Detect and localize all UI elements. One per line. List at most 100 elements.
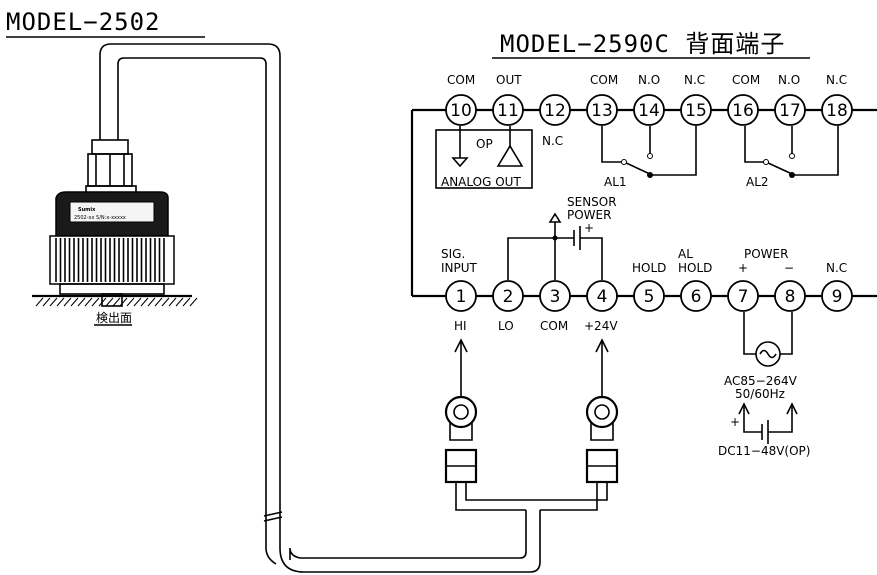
bottom-terminal-9 <box>821 280 853 312</box>
power-label: POWER <box>744 247 788 261</box>
top-terminal-number-18: 18 <box>826 101 848 121</box>
top-terminal-14 <box>633 94 665 126</box>
sig-label-1: SIG. <box>441 247 465 261</box>
bottom-terminal-4 <box>586 280 618 312</box>
sensor-head: Sumix 2502-xx S/N:x-xxxxx <box>49 191 175 307</box>
hatch-line <box>112 297 121 307</box>
label-t12: N.C <box>542 134 563 148</box>
detection-surface-label: 検出面 <box>96 311 132 325</box>
hatch-line <box>70 297 79 307</box>
bottom-terminal-7 <box>727 280 759 312</box>
hatch-line <box>133 297 142 307</box>
mounting-surface: 検出面 <box>32 294 198 326</box>
v24-label: +24V <box>584 319 618 333</box>
hatch-line <box>84 297 93 307</box>
bottom-terminal-number-4: 4 <box>597 287 608 307</box>
hatch-line <box>154 297 163 307</box>
label-t11: OUT <box>496 73 522 87</box>
top-terminal-16 <box>727 94 759 126</box>
hatch-line <box>56 297 65 307</box>
hatch-line <box>49 297 58 307</box>
hatch-line <box>63 297 72 307</box>
label-t10: COM <box>447 73 475 87</box>
bottom-terminal-1 <box>445 280 477 312</box>
bottom-terminal-8 <box>774 280 806 312</box>
relay-al1-label: AL1 <box>604 175 627 189</box>
sensor-model-title: MODEL−2502 <box>6 8 161 36</box>
dc-plus-label: + <box>730 415 740 429</box>
top-terminal-number-14: 14 <box>638 101 660 121</box>
top-terminal-number-17: 17 <box>779 101 801 121</box>
top-terminal-number-11: 11 <box>497 101 519 121</box>
sensor-cable <box>99 43 541 573</box>
dc-range-label: DC11−48V(OP) <box>718 444 810 458</box>
top-terminal-10 <box>445 94 477 126</box>
lead-arrows <box>454 338 609 396</box>
relay-al1: AL1 <box>601 126 697 189</box>
top-terminal-17 <box>774 94 806 126</box>
hatch-line <box>175 297 184 307</box>
hatch-line <box>91 297 100 307</box>
bottom-terminal-number-2: 2 <box>503 287 514 307</box>
plate-label: 2502-xx S/N:x-xxxxx <box>74 215 126 221</box>
cable-split <box>455 496 608 511</box>
sensor-power-label-2: POWER <box>567 208 611 222</box>
alhold-label-2: HOLD <box>678 261 712 275</box>
alhold-label-1: AL <box>678 247 693 261</box>
nc-label: N.C <box>826 261 847 275</box>
ring-terminal-left <box>444 395 478 496</box>
top-terminal-11 <box>492 94 524 126</box>
sig-label-2: INPUT <box>441 261 478 275</box>
bottom-terminal-2 <box>492 280 524 312</box>
cable-gland <box>85 139 137 195</box>
bottom-terminal-3 <box>539 280 571 312</box>
bottom-terminal-number-1: 1 <box>456 287 467 307</box>
ring-terminal-right <box>585 395 619 496</box>
sensor-power-plus: + <box>584 221 594 235</box>
hatch-line <box>126 297 135 307</box>
top-terminal-15 <box>680 94 712 126</box>
hatch-line <box>77 297 86 307</box>
label-t15: N.C <box>684 73 705 87</box>
power-supply: AC85−264V 50/60Hz + DC11−48V(OP) <box>718 312 810 458</box>
hold-label: HOLD <box>632 261 666 275</box>
bottom-terminal-5 <box>633 280 665 312</box>
hi-label: HI <box>454 319 467 333</box>
hatch-line <box>189 297 198 307</box>
label-t13: COM <box>590 73 618 87</box>
hatch-line <box>35 297 44 307</box>
bottom-terminal-number-3: 3 <box>550 287 561 307</box>
top-terminal-number-15: 15 <box>685 101 707 121</box>
bottom-terminal-number-9: 9 <box>832 287 843 307</box>
analog-out-block: OP ANALOG OUT <box>435 126 533 189</box>
hatch-line <box>98 297 107 307</box>
top-terminal-number-16: 16 <box>732 101 754 121</box>
brand-label: Sumix <box>78 207 96 213</box>
label-t17: N.O <box>778 73 800 87</box>
power-plus-label: + <box>738 261 748 275</box>
label-t14: N.O <box>638 73 660 87</box>
sensor-power-label-1: SENSOR <box>567 195 617 209</box>
hatch-line <box>168 297 177 307</box>
hatch-line <box>182 297 191 307</box>
label-t16: COM <box>732 73 760 87</box>
hatch-line <box>119 297 128 307</box>
hz-label: 50/60Hz <box>735 387 785 401</box>
relay-al2-label: AL2 <box>746 175 769 189</box>
controller-model-title: MODEL−2590C 背面端子 <box>500 30 785 58</box>
sensor-power-block: SENSOR POWER + <box>507 195 617 280</box>
analog-out-label: ANALOG OUT <box>441 175 521 189</box>
hatch-line <box>140 297 149 307</box>
top-terminal-12 <box>539 94 571 126</box>
bottom-terminal-number-5: 5 <box>644 287 655 307</box>
com-label: COM <box>540 319 568 333</box>
label-t18: N.C <box>826 73 847 87</box>
bottom-terminal-number-8: 8 <box>785 287 796 307</box>
top-terminal-number-13: 13 <box>591 101 613 121</box>
top-terminal-18 <box>821 94 853 126</box>
top-terminal-number-10: 10 <box>450 101 472 121</box>
power-minus-label: − <box>784 261 794 275</box>
